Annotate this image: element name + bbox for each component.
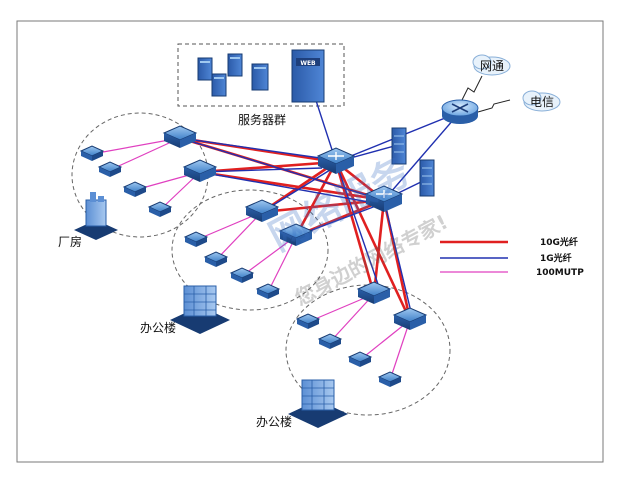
access-switch-icon [229,267,255,283]
cloud-icon [472,54,511,76]
switch-icon [356,281,392,304]
office-1-label: 办公楼 [140,320,176,335]
switch-icon [162,125,198,148]
access-switch-icon [295,313,321,329]
access-switch-icon [97,161,123,177]
access-switches [79,145,403,387]
server-icon [227,53,243,77]
core-switch-icon [316,147,356,174]
firewall-icon [419,159,435,197]
access-switch-icon [317,333,343,349]
legend-10g-label: 10G光纤 [540,236,578,248]
access-switch-icon [183,231,209,247]
web-server-icon: WEB [291,49,325,103]
office-building-icon [170,285,230,334]
legend-1g-label: 1G光纤 [540,252,572,264]
legend-100mutp-label: 100MUTP [536,268,584,278]
isp-links [461,75,511,113]
server-group: WEB [197,49,325,103]
server-group-label: 服务器群 [238,112,286,127]
access-switch-icon [347,351,373,367]
access-switch-icon [122,181,148,197]
switch-icon [244,199,280,222]
legend: 10G光纤 1G光纤 100MUTP [440,236,584,278]
core-switch-icon [364,185,404,212]
cloud-icon [522,90,561,112]
access-switch-icon [255,283,281,299]
server-icon [251,63,269,91]
web-server-label: WEB [300,60,316,67]
office-building-icon [288,379,348,428]
switch-icon [392,307,428,330]
switch-icon [182,159,218,182]
isp-telecom-label: 电信 [530,95,554,109]
office-2-label: 办公楼 [256,414,292,429]
isp-netcom-label: 网通 [480,59,504,73]
server-icon [197,57,213,81]
router-icon [441,99,479,124]
access-switch-icon [79,145,105,161]
access-switch-icon [203,251,229,267]
office-1-area-circle [171,189,329,311]
server-group-box [177,43,345,107]
access-switch-icon [147,201,173,217]
firewall-icon [391,127,407,165]
factory-building-icon [74,192,118,240]
switch-icon [278,223,314,246]
server-icon [211,73,227,97]
factory-label: 厂房 [58,234,82,249]
access-switch-icon [377,371,403,387]
distribution-switches [162,125,428,330]
